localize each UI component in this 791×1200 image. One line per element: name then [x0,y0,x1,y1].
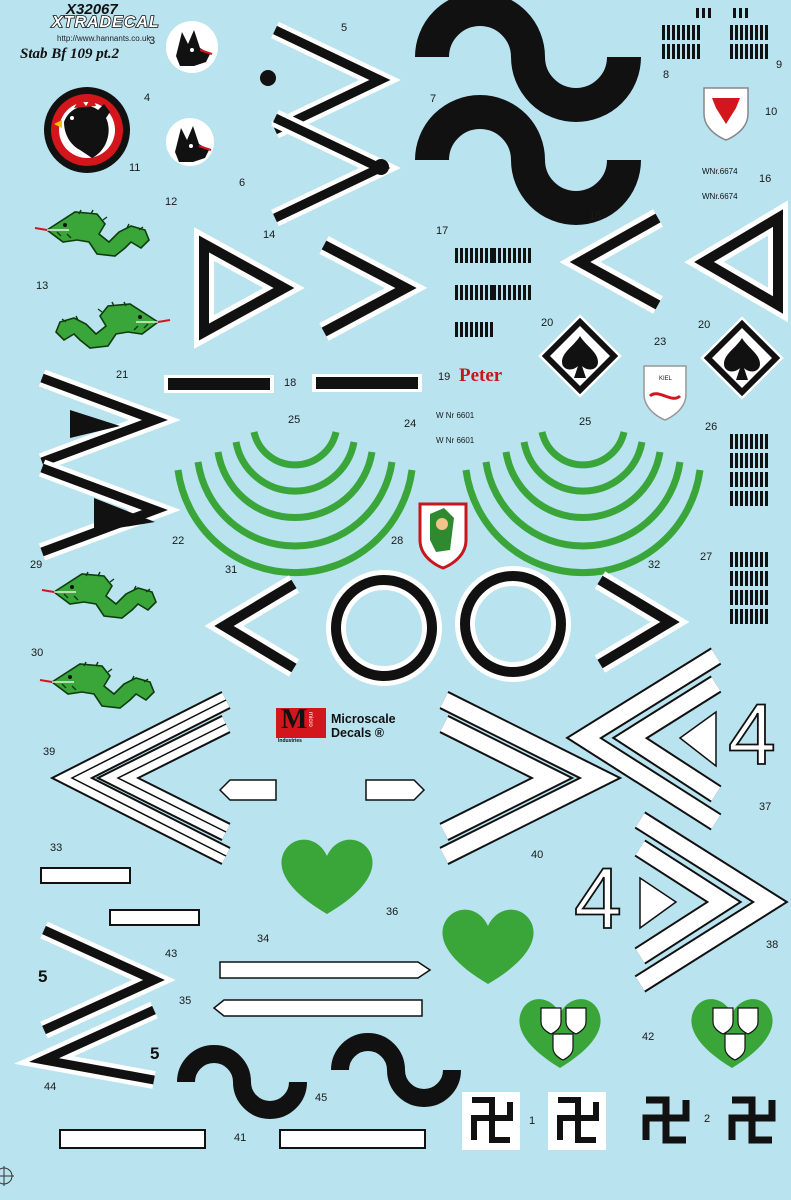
decal-number-25b: 25 [579,416,592,428]
decal-number-30: 30 [31,647,44,659]
decal-number-32: 32 [648,559,661,571]
decal-number-3: 3 [149,35,156,47]
decal-number-7: 7 [430,93,437,105]
kiel-shield-label: KIEL [659,376,673,382]
microscale-brand: Microscale Decals ® [331,712,396,740]
decal-number-35: 35 [179,995,192,1007]
decal-number-16: 16 [759,173,772,185]
decal-number-33: 33 [50,842,63,854]
decal-number-37: 37 [759,801,772,813]
decal-number-44: 44 [44,1081,57,1093]
decal-number-19: 19 [438,371,451,383]
product-code: X32067 [66,1,118,18]
website-url: http://www.hannants.co.uk [57,34,151,43]
decal-number-22: 22 [172,535,185,547]
numeral-five-1: 5 [38,967,48,986]
brand-logo: XTRADECAL [51,14,160,32]
peter-name-decal: Peter [459,365,503,386]
decal-number-26: 26 [705,421,718,433]
decal-number-25a: 25 [288,414,301,426]
decal-number-17: 17 [436,225,449,237]
decal-number-29: 29 [30,559,43,571]
microscale-micro: micro [307,712,313,727]
decal-number-28: 28 [391,535,404,547]
decal-number-10: 10 [765,106,778,118]
decal-number-9: 9 [776,59,783,71]
wnr-serial-1: WNr.6674 [702,167,738,176]
decal-number-36: 36 [386,906,399,918]
decal-number-31: 31 [225,564,238,576]
decal-number-43: 43 [165,948,178,960]
decal-number-34: 34 [257,933,270,945]
numeral-four-upper: 4 [727,687,777,783]
sheet-title: Stab Bf 109 pt.2 [20,46,120,62]
decal-number-27: 27 [700,551,713,563]
decal-number-4: 4 [144,92,151,104]
wnr-serial-2: WNr.6674 [702,192,738,201]
decal-number-20a: 20 [541,317,554,329]
decal-number-42: 42 [642,1031,655,1043]
decal-number-2: 2 [704,1113,711,1125]
decal-number-1: 1 [529,1115,536,1127]
numeral-five-2: 5 [150,1044,160,1063]
decal-number-8: 8 [663,69,670,81]
decal-number-24: 24 [404,418,417,430]
decal-number-21: 21 [116,369,129,381]
numeral-four-lower: 4 [573,851,623,947]
decal-number-45: 45 [315,1092,328,1104]
decal-number-5: 5 [341,22,348,34]
wnr-serial-3: W Nr 6601 [436,411,475,420]
microscale-line2: Decals ® [331,726,384,740]
decal-number-39: 39 [43,746,56,758]
decal-number-6: 6 [239,177,246,189]
microscale-logo-letter: M [281,704,308,735]
decal-number-40: 40 [531,849,544,861]
microscale-line1: Microscale [331,712,396,726]
microscale-industries: Industries [278,738,302,744]
decal-number-14: 14 [263,229,276,241]
decal-number-15: 15 [589,210,602,222]
decal-number-41: 41 [234,1132,247,1144]
decal-number-38: 38 [766,939,779,951]
decal-number-12: 12 [165,196,178,208]
decal-number-18: 18 [284,377,297,389]
decal-number-11: 11 [129,162,141,174]
decal-number-23: 23 [654,336,667,348]
wnr-serial-4: W Nr 6601 [436,436,475,445]
decal-number-13: 13 [36,280,49,292]
decal-number-20b: 20 [698,319,711,331]
